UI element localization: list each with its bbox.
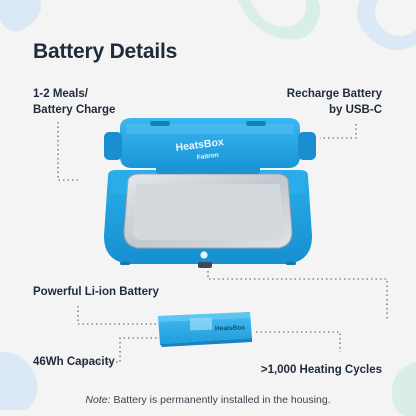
lunchbox-lid: HeatsBox Faitron bbox=[104, 118, 316, 168]
battery-pack: HeatsBox bbox=[158, 312, 252, 347]
usbc-port-icon bbox=[198, 262, 212, 268]
lid-brand-logo: HeatsBox bbox=[175, 136, 225, 154]
footnote-text: Battery is permanently installed in the … bbox=[110, 394, 331, 406]
callout-usbc-recharge: Recharge Battery by USB-C bbox=[287, 86, 382, 118]
lid-clip-left bbox=[104, 132, 122, 160]
lunchbox-base bbox=[104, 170, 312, 268]
callout-heating-cycles: >1,000 Heating Cycles bbox=[260, 364, 382, 376]
leader-liion bbox=[77, 306, 160, 325]
lid-vent-right bbox=[246, 121, 266, 126]
callout-usbc-line2: by USB-C bbox=[328, 104, 382, 116]
battery-brand-logo: HeatsBox bbox=[215, 324, 246, 332]
leader-capacity bbox=[80, 337, 160, 363]
callout-meals-line1: 1-2 Meals/ bbox=[33, 88, 88, 100]
leader-lines bbox=[57, 122, 388, 363]
callout-usbc-line1: Recharge Battery bbox=[286, 88, 382, 100]
callout-meals-line2: Battery Charge bbox=[33, 104, 116, 116]
leader-cycles bbox=[256, 331, 341, 352]
leader-usbc bbox=[320, 124, 357, 139]
page-title: Battery Details bbox=[33, 40, 178, 63]
lid-clip-right bbox=[298, 132, 316, 160]
callout-liion-battery: Powerful Li-ion Battery bbox=[33, 286, 159, 298]
power-button-icon bbox=[200, 251, 208, 259]
leader-meals bbox=[57, 122, 80, 181]
battery-label-panel bbox=[189, 317, 213, 331]
callout-meals-per-charge: 1-2 Meals/ Battery Charge bbox=[33, 86, 115, 118]
lid-brand-sub: Faitron bbox=[196, 152, 219, 162]
callout-capacity: 46Wh Capacity bbox=[33, 356, 115, 368]
lid-vent-left bbox=[150, 121, 170, 126]
footnote: Note: Battery is permanently installed i… bbox=[0, 394, 416, 406]
footnote-label: Note: bbox=[85, 394, 111, 406]
leader-usbc-port bbox=[207, 262, 388, 320]
